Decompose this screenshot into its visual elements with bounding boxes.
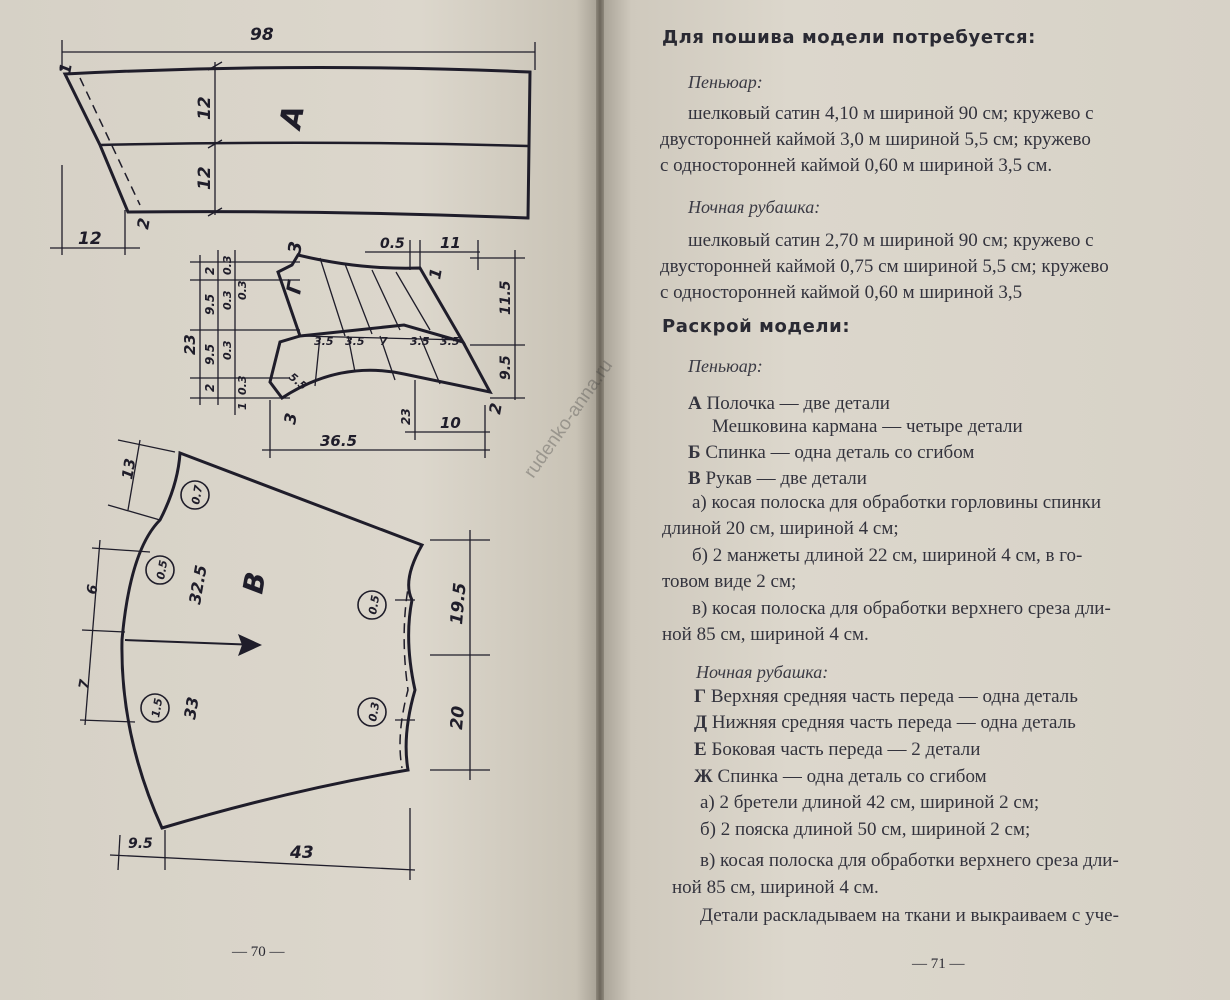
heading-materials: Для пошива модели потребуется: <box>662 27 1036 48</box>
letter-g: Г <box>281 278 307 296</box>
letter-v: В <box>236 569 272 596</box>
dim-v-curve-a: 32.5 <box>185 564 211 606</box>
dim-g-s2: 0.3 <box>221 290 234 310</box>
extra-line: б) 2 пояска длиной 50 см, шириной 2 см; <box>700 819 1031 840</box>
cut-item: Д Нижняя средняя часть переда — одна дет… <box>694 712 1076 733</box>
heading-cutting: Раскрой модели: <box>662 316 851 337</box>
pattern-v: В 0.7 0.5 0.5 1.5 0.3 32.5 33 13 6 7 <box>76 439 490 880</box>
cut-item: Е Боковая часть переда — 2 детали <box>694 739 981 760</box>
dim-v-left-b: 7 <box>76 678 93 691</box>
cut-item: А Полочка — две детали <box>688 393 890 414</box>
sub-peignoir-2: Пеньюар: <box>688 356 763 376</box>
dim-g-s3: 0.3 <box>221 340 234 360</box>
dim-a-h2: 12 <box>195 166 215 190</box>
dim-g-s4: 0.3 <box>236 280 249 300</box>
dim-g-bottom-r: 10 <box>440 414 461 432</box>
dim-g-bottom-c: 23 <box>399 408 413 425</box>
point-a-1: 1 <box>55 61 76 75</box>
dim-g-inner-4: 3.5 <box>410 335 430 348</box>
pattern-g: 3.5 3.5 7 3.5 3.5 Г 3 3 1 2 5.5 0.5 11 1… <box>181 234 525 458</box>
dim-v-top: 13 <box>118 457 139 481</box>
dim-v-bottom-a: 9.5 <box>128 836 153 852</box>
circle-v-1: 0.7 <box>189 484 205 506</box>
dim-g-bottom: 36.5 <box>320 432 357 450</box>
dim-a-bottom: 12 <box>78 229 102 249</box>
dim-g-right: 11.5 <box>498 280 514 315</box>
dim-g-s1: 0.3 <box>221 255 234 275</box>
materials-line: двусторонней каймой 3,0 м шириной 5,5 см… <box>660 129 1091 150</box>
extra-line: товом виде 2 см; <box>662 571 797 592</box>
circle-v-2: 0.5 <box>154 559 170 581</box>
dim-v-curve-b: 33 <box>180 695 203 720</box>
materials-line: двусторонней каймой 0,75 см шириной 5,5 … <box>660 256 1109 277</box>
extra-line: б) 2 манжеты длиной 22 см, шириной 4 см,… <box>692 545 1083 566</box>
dim-g-l3: 9.5 <box>203 344 217 365</box>
pattern-a: 98 12 12 А 1 2 12 <box>50 25 536 255</box>
dim-g-left-total: 23 <box>181 334 199 355</box>
point-g-1: 1 <box>425 266 446 280</box>
dim-g-top-a: 0.5 <box>380 236 405 252</box>
materials-line: с односторонней каймой 0,60 м шириной 3,… <box>660 282 1023 303</box>
dim-v-right-b: 20 <box>447 705 469 730</box>
cut-item: Г Верхняя средняя часть переда — одна де… <box>694 686 1078 707</box>
point-g-3b: 3 <box>280 411 301 425</box>
sub-nightgown: Ночная рубашка: <box>688 197 821 217</box>
book-gutter <box>596 0 604 1000</box>
dim-g-right2: 9.5 <box>498 355 514 380</box>
circle-v-4: 1.5 <box>149 697 165 719</box>
dim-g-small: 5.5 <box>286 370 310 393</box>
extra-line: в) косая полоска для обработки верхнего … <box>700 850 1119 871</box>
materials-line: шелковый сатин 4,10 м шириной 90 см; кру… <box>688 103 1094 124</box>
dim-v-left-a: 6 <box>84 583 101 596</box>
dim-a-top: 98 <box>250 25 274 45</box>
dim-g-s5: 0.3 <box>236 375 249 395</box>
extra-line: длиной 20 см, шириной 4 см; <box>662 518 899 539</box>
last-line: Детали раскладываем на ткани и выкраивае… <box>700 905 1119 926</box>
materials-line: с односторонней каймой 0,60 м шириной 3,… <box>660 155 1053 176</box>
extra-line: а) косая полоска для обработки горловины… <box>692 492 1102 513</box>
dim-g-inner-5: 3.5 <box>440 335 460 348</box>
sub-peignoir: Пеньюар: <box>688 72 763 92</box>
dim-g-inner-3: 7 <box>380 335 388 348</box>
dim-g-l2: 9.5 <box>203 294 217 315</box>
point-a-2: 2 <box>133 216 154 230</box>
dim-g-l5: 1 <box>236 402 249 410</box>
point-g-3: 3 <box>284 240 307 256</box>
circle-v-5: 0.3 <box>366 701 382 723</box>
sub-nightgown-2: Ночная рубашка: <box>696 662 829 682</box>
cut-item: Ж Спинка — одна деталь со сгибом <box>694 766 987 787</box>
cut-item: Мешковина кармана — четыре детали <box>712 416 1023 437</box>
extra-line: а) 2 бретели длиной 42 см, шириной 2 см; <box>700 792 1040 813</box>
point-g-2: 2 <box>485 401 506 415</box>
letter-a: А <box>273 102 312 133</box>
dim-v-right-a: 19.5 <box>447 582 471 626</box>
extra-line: ной 85 см, шириной 4 см. <box>662 624 869 645</box>
page-number-left: — 70 — <box>232 944 285 960</box>
cut-item: В Рукав — две детали <box>688 468 867 489</box>
materials-line: шелковый сатин 2,70 м шириной 90 см; кру… <box>688 230 1094 251</box>
dim-g-l4: 2 <box>203 384 217 392</box>
dim-v-bottom-b: 43 <box>289 843 314 863</box>
extra-line: в) косая полоска для обработки верхнего … <box>692 598 1111 619</box>
circle-v-3: 0.5 <box>366 594 382 616</box>
extra-line: ной 85 см, шириной 4 см. <box>672 877 879 898</box>
page-number-right: — 71 — <box>912 956 965 972</box>
cut-item: Б Спинка — одна деталь со сгибом <box>688 442 975 463</box>
dim-g-inner-2: 3.5 <box>345 335 365 348</box>
right-page <box>600 0 1230 1000</box>
dim-g-l1: 2 <box>203 267 217 275</box>
dim-g-inner-1: 3.5 <box>314 335 334 348</box>
dim-a-h1: 12 <box>195 96 215 120</box>
pattern-drawings: 98 12 12 А 1 2 12 3.5 3.5 <box>50 25 536 880</box>
dim-g-top-b: 11 <box>440 234 461 252</box>
